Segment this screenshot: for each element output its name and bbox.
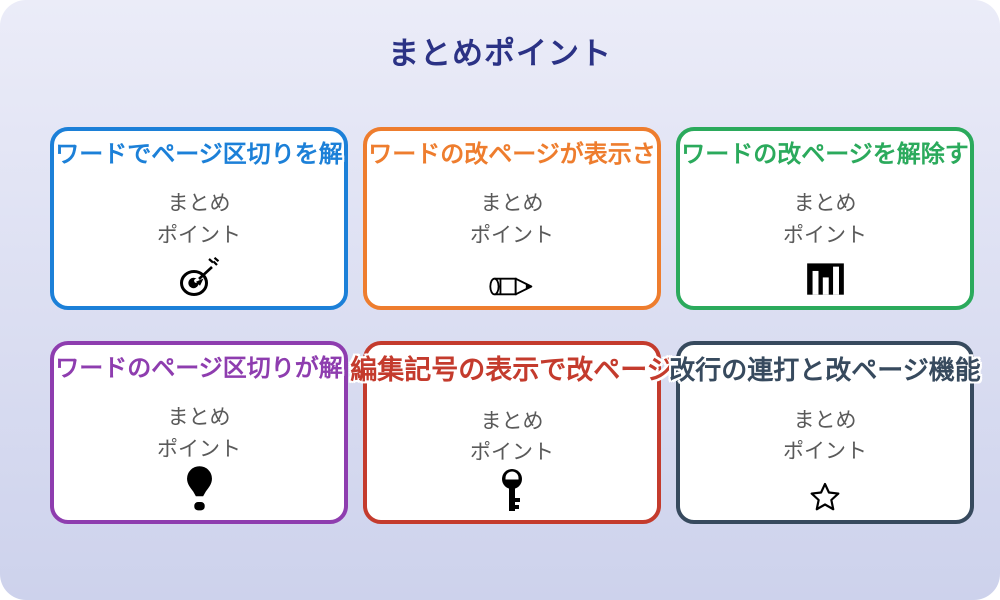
card-grid: ワードでページ区切りを解 まとめ ポイント ワードの改ペ: [50, 127, 981, 524]
card-title: ワードでページ区切りを解: [55, 141, 343, 168]
card-title: ワードのページ区切りが解: [55, 355, 343, 382]
card-subtitle-line2: ポイント: [157, 223, 241, 247]
card-edit-marks-page-break-red[interactable]: 編集記号の表示で改ページ まとめ ポイント: [350, 341, 674, 524]
bar-chart-icon: [805, 251, 846, 306]
dart-target-icon: [178, 251, 220, 306]
card-subtitle: まとめ ポイント: [470, 406, 554, 469]
card-title: 改行の連打と改ページ機能: [669, 355, 981, 385]
card-subtitle-line2: ポイント: [470, 223, 554, 247]
page-title: まとめポイント: [388, 36, 612, 71]
card-subtitle: まとめ ポイント: [783, 188, 867, 251]
key-icon: [501, 469, 523, 520]
card-word-page-break-remove-green[interactable]: ワードの改ページを解除す まとめ ポイント: [676, 127, 974, 310]
pencil-icon: [488, 251, 536, 306]
card-subtitle-line2: ポイント: [470, 441, 554, 465]
card-subtitle-line1: まとめ: [793, 192, 857, 215]
card-subtitle-line2: ポイント: [157, 437, 241, 461]
card-subtitle-line2: ポイント: [783, 440, 867, 463]
card-subtitle-line1: まとめ: [480, 192, 544, 215]
card-title: ワードの改ページを解除す: [681, 141, 969, 168]
card-subtitle-line1: まとめ: [167, 192, 231, 215]
card-word-page-break-purple[interactable]: ワードのページ区切りが解 まとめ ポイント: [50, 341, 348, 524]
card-title: 編集記号の表示で改ページ: [350, 355, 674, 385]
card-subtitle-line1: まとめ: [480, 409, 544, 433]
card-word-page-break-display-orange[interactable]: ワードの改ページが表示さ まとめ ポイント: [363, 127, 661, 310]
card-subtitle: まとめ ポイント: [470, 188, 554, 251]
card-subtitle-line1: まとめ: [793, 408, 857, 432]
lightbulb-icon: [186, 465, 213, 520]
card-subtitle: まとめ ポイント: [157, 402, 241, 465]
card-line-break-page-break-dark[interactable]: 改行の連打と改ページ機能 まとめ ポイント: [669, 341, 981, 524]
card-subtitle: まとめ ポイント: [157, 188, 241, 251]
card-title: ワードの改ページが表示さ: [368, 141, 656, 168]
card-subtitle-line2: ポイント: [783, 223, 867, 247]
card-subtitle-line1: まとめ: [167, 406, 231, 429]
card-word-page-break-blue[interactable]: ワードでページ区切りを解 まとめ ポイント: [50, 127, 348, 310]
star-icon: [810, 468, 840, 521]
card-subtitle: まとめ ポイント: [783, 405, 867, 468]
